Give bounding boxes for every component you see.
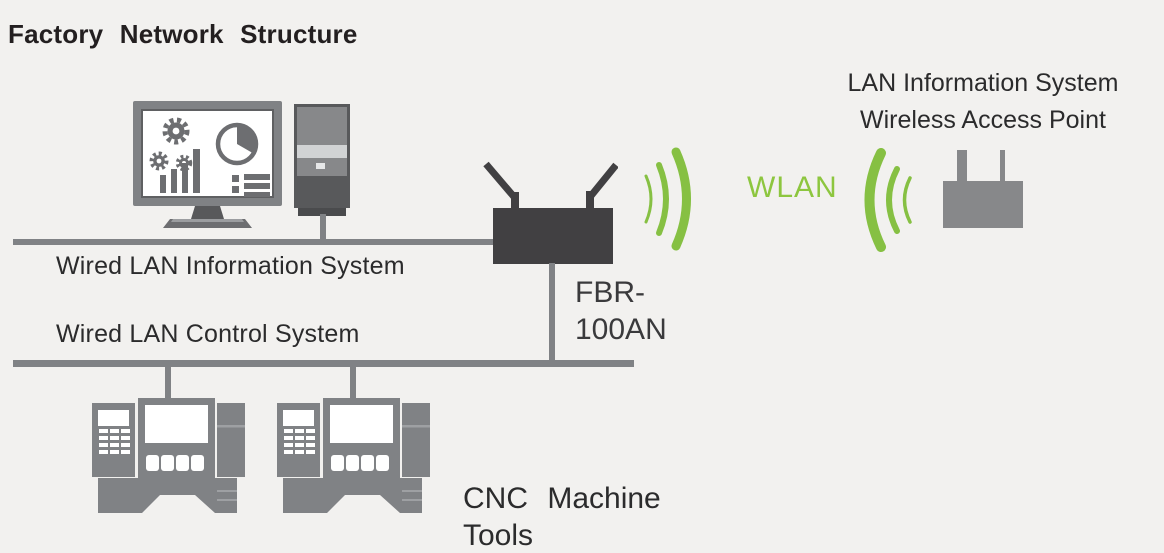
wired-lan-control-label: Wired LAN Control System [56,320,360,348]
bar-chart-icon [160,149,200,193]
monitor-icon [133,101,282,228]
cnc-machine-icon [92,398,245,513]
access-point-label-line1: LAN Information System [847,69,1119,97]
cnc-machine-icon [277,398,430,513]
gear-icon [149,117,193,172]
desktop-tower-icon [294,104,350,216]
cnc-connector-line [165,366,171,399]
cnc-label-line2: Tools [463,519,534,552]
pie-chart-icon [215,122,259,166]
router-model-line1: FBR- [575,276,645,309]
cnc-machine-tools-label: CNC Machine Tools [463,480,661,553]
router-model-line2: 100AN [575,313,667,346]
wired-lan-information-line [13,239,493,245]
access-point-icon [943,150,1023,228]
page-title: Factory Network Structure [8,19,358,49]
access-point-label: LAN Information System Wireless Access P… [800,65,1164,139]
wifi-waves-router-icon [644,147,691,251]
access-point-label-line2: Wireless Access Point [860,106,1106,134]
router-icon [483,161,618,264]
router-model-label: FBR- 100AN [575,274,667,348]
wired-lan-information-label: Wired LAN Information System [56,252,405,280]
wifi-waves-access-point-icon [864,148,912,252]
cnc-label-line1: CNC Machine [463,482,661,515]
cnc-connector-line [350,366,356,399]
router-connector-line [549,263,555,361]
list-icon [232,174,270,197]
tower-connector-line [320,214,326,241]
wlan-label: WLAN [747,171,838,204]
wired-lan-control-line [13,360,634,367]
